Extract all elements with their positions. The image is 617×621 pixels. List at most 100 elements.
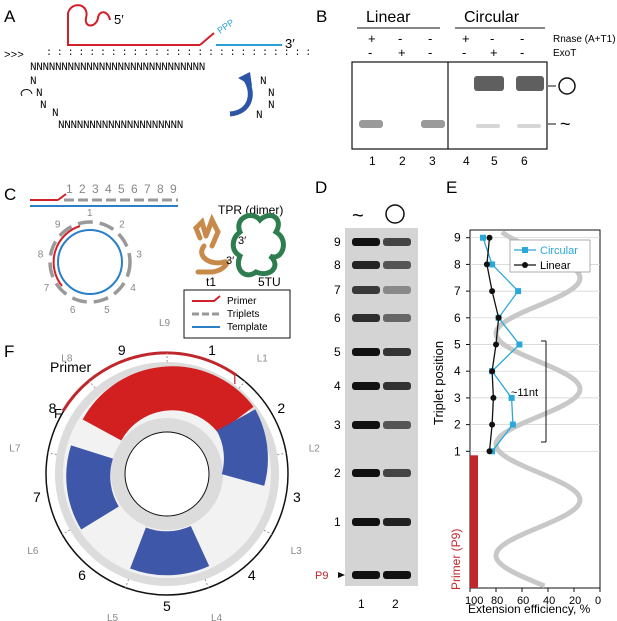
band-circular — [383, 348, 411, 356]
f-loop-divider — [238, 381, 246, 389]
c-legend-box — [183, 289, 291, 339]
band-lane3-linear — [421, 120, 445, 128]
e-point-circular — [515, 288, 522, 295]
e-y-tick-label: 2 — [454, 418, 461, 432]
exot-mark: + — [398, 45, 406, 60]
gel-lane-number: 1 — [369, 154, 376, 168]
gel-lane-number: 6 — [521, 154, 528, 168]
c-circular-triplets — [48, 220, 132, 304]
band-lane1-linear — [359, 120, 383, 128]
e-annotation-11nt: ~11nt — [511, 387, 538, 399]
e-sine-curve — [493, 229, 583, 589]
primer-tip — [199, 32, 215, 46]
panel-label-a: A — [4, 7, 16, 26]
exot-mark: - — [462, 45, 466, 60]
f-ring-number: 6 — [78, 567, 86, 583]
e-point-circular — [508, 394, 515, 401]
rnase-mark: - — [520, 31, 524, 46]
e-y-tick-label: 5 — [454, 338, 461, 352]
band-circular — [383, 261, 411, 269]
band-circular — [383, 421, 411, 429]
t1-label: t1 — [206, 275, 216, 289]
d-p9-arrow-icon — [338, 572, 345, 578]
e-point-circular — [480, 234, 486, 241]
e-point-linear — [483, 261, 490, 268]
exot-label: ExoT — [553, 48, 576, 59]
legend-template: Template — [227, 322, 268, 333]
d-position-label: 9 — [334, 235, 341, 249]
c-circular-primer — [52, 225, 81, 287]
e-y-tick-label: 1 — [454, 444, 461, 458]
f-ring-number: 7 — [33, 489, 41, 505]
band-linear — [352, 571, 380, 579]
rnase-mark: - — [428, 31, 432, 46]
exot-mark: - — [428, 45, 432, 60]
band-linear — [352, 286, 380, 294]
triplet-number: 4 — [105, 182, 112, 196]
f-loop-label: L4 — [211, 613, 223, 621]
band-linear — [352, 518, 380, 526]
right-n-1: N — [260, 76, 267, 88]
f-loop-label: L6 — [27, 546, 39, 557]
linear-marker-icon: ~ — [560, 114, 571, 134]
e-y-tick-label: 8 — [454, 257, 461, 271]
band-circular — [383, 382, 411, 390]
f-loop-label: L3 — [291, 546, 303, 557]
panel-label-c: C — [4, 185, 16, 204]
e-x-tick-label: 20 — [569, 595, 581, 607]
e-xlabel: Extension efficiency, % — [468, 602, 591, 616]
panel-label-f: F — [4, 342, 14, 361]
label-5prime: 5′ — [114, 12, 124, 27]
panel-label-d: D — [315, 178, 327, 197]
f-loop-label: L1 — [257, 354, 269, 365]
tpr-t1-structure — [193, 213, 230, 275]
gel-lane-number: 5 — [491, 154, 498, 168]
f-loop-label: L8 — [61, 354, 73, 365]
e-point-linear — [490, 394, 497, 401]
d-position-label: 2 — [334, 466, 341, 480]
f-loop-divider — [277, 452, 287, 456]
circle-triplet-number: 2 — [119, 220, 125, 231]
f-surface-blue-1 — [216, 409, 268, 486]
tpr-3prime-b: 3′ — [226, 255, 234, 267]
exot-mark: + — [490, 45, 498, 60]
f-central-hole — [124, 431, 210, 517]
d-position-label: 3 — [334, 418, 341, 432]
f-ring-number: 9 — [118, 342, 126, 358]
e-y-tick-label: 7 — [454, 284, 461, 298]
f-loop-divider — [204, 579, 209, 588]
d-position-label: 7 — [334, 283, 341, 297]
exot-mark: - — [520, 45, 524, 60]
e-legend-linear-marker — [522, 262, 528, 268]
e-legend-linear: Linear — [540, 260, 571, 272]
f-ring-number: 2 — [277, 400, 285, 416]
d-position-label: 1 — [334, 515, 341, 529]
d-position-label: 8 — [334, 258, 341, 272]
gel-lane-number: 4 — [463, 154, 470, 168]
legend-primer: Primer — [227, 296, 257, 307]
rnase-label: Rnase (A+T1) — [553, 34, 616, 45]
5tu-label: 5TU — [258, 275, 281, 289]
band-circular — [383, 518, 411, 526]
c-circular-template — [57, 229, 123, 295]
f-loop-divider — [61, 529, 71, 535]
band-circular — [383, 238, 411, 246]
faint-band-lane6 — [517, 124, 541, 128]
e-point-linear — [489, 368, 496, 375]
f-primer-end: F — [54, 406, 62, 421]
triplet-number: 5 — [118, 182, 125, 196]
f-ring-number: 5 — [163, 598, 171, 614]
circle-triplet-number: 7 — [44, 283, 50, 294]
c-primer-tip — [57, 193, 67, 201]
d-gel-background — [345, 228, 418, 586]
d-p9-label: P9 — [315, 570, 328, 582]
primer-loop — [67, 4, 111, 27]
circle-triplet-number: 3 — [136, 249, 142, 260]
e-primer-label: Primer (P9) — [449, 529, 463, 590]
e-point-linear — [495, 314, 502, 321]
rnase-mark: - — [398, 31, 402, 46]
e-y-tick-label: 6 — [454, 311, 461, 325]
band-linear — [352, 238, 380, 246]
